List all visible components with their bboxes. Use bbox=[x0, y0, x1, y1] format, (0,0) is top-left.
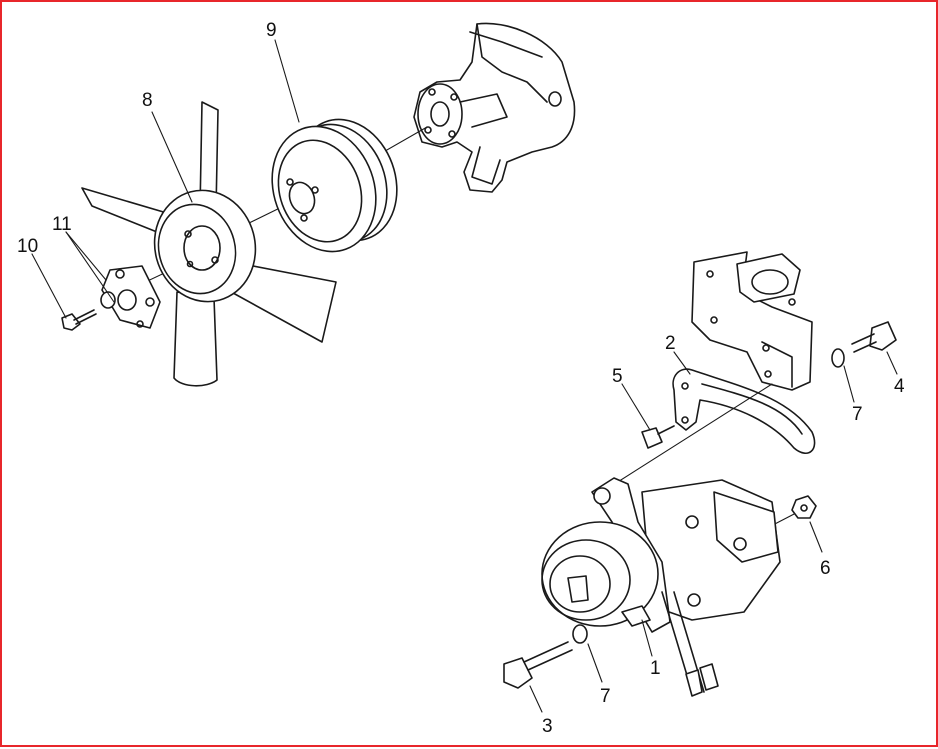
nut bbox=[791, 495, 817, 519]
label-part-3: 3 bbox=[542, 716, 553, 737]
label-part-10: 10 bbox=[17, 236, 38, 257]
label-part-2: 2 bbox=[665, 333, 676, 354]
label-part-7-upper: 7 bbox=[852, 404, 863, 425]
leader-lines bbox=[31, 39, 898, 713]
adjusting-bracket bbox=[672, 368, 816, 454]
water-pump bbox=[413, 22, 576, 193]
label-part-11: 11 bbox=[52, 214, 72, 235]
label-part-6: 6 bbox=[820, 558, 831, 579]
label-part-4: 4 bbox=[894, 376, 905, 397]
fan-bolt bbox=[61, 309, 97, 331]
long-bolt-lower bbox=[503, 624, 588, 689]
label-part-5: 5 bbox=[612, 366, 623, 387]
part-labels: 1 2 3 4 5 6 7 7 8 9 10 11 bbox=[17, 20, 905, 737]
pulley bbox=[271, 118, 398, 253]
label-part-1: 1 bbox=[650, 658, 661, 679]
fan bbox=[81, 101, 337, 387]
label-part-9: 9 bbox=[266, 20, 277, 41]
thermostat-housing bbox=[691, 251, 813, 391]
spacer-plate bbox=[100, 265, 161, 329]
label-part-8: 8 bbox=[142, 90, 153, 111]
bracket-bolt bbox=[641, 425, 675, 449]
long-bolt-upper bbox=[831, 321, 897, 368]
label-part-7-lower: 7 bbox=[600, 686, 611, 707]
alternator bbox=[541, 477, 781, 697]
